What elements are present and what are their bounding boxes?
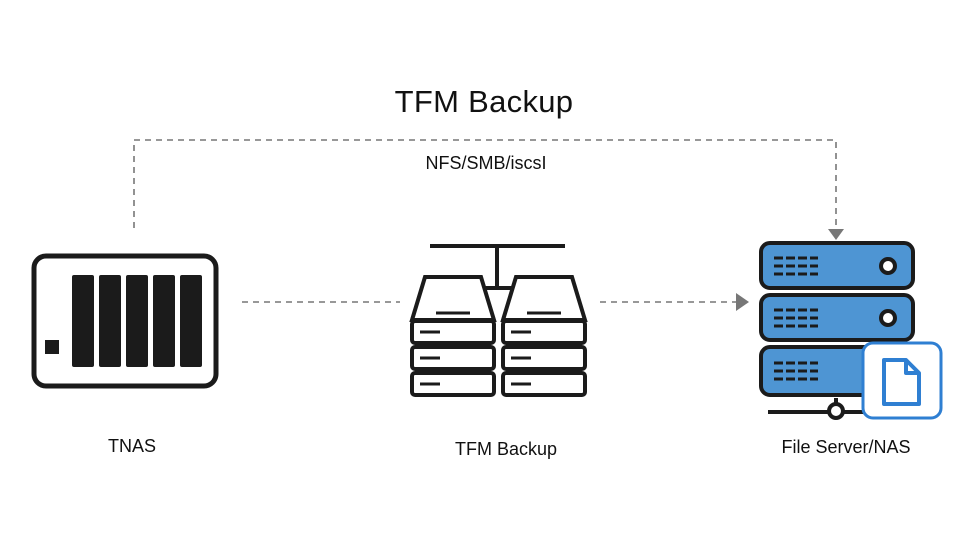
- down-arrow-icon: [828, 229, 844, 240]
- file-server-label: File Server/NAS: [781, 437, 911, 457]
- document-badge-icon: [861, 341, 943, 420]
- top-connector: [133, 139, 844, 240]
- file-server-icon: [759, 241, 915, 420]
- connection-label: NFS/SMB/iscsI: [425, 153, 547, 173]
- tnas-label: TNAS: [107, 436, 157, 456]
- tfm-backup-label: TFM Backup: [454, 439, 558, 459]
- right-arrow-icon: [736, 293, 749, 311]
- nas-device-icon: [31, 253, 219, 389]
- backup-servers-icon: [409, 244, 588, 397]
- tfm-to-fileserver-connector: [600, 293, 749, 311]
- diagram-title: TFM Backup: [394, 84, 574, 119]
